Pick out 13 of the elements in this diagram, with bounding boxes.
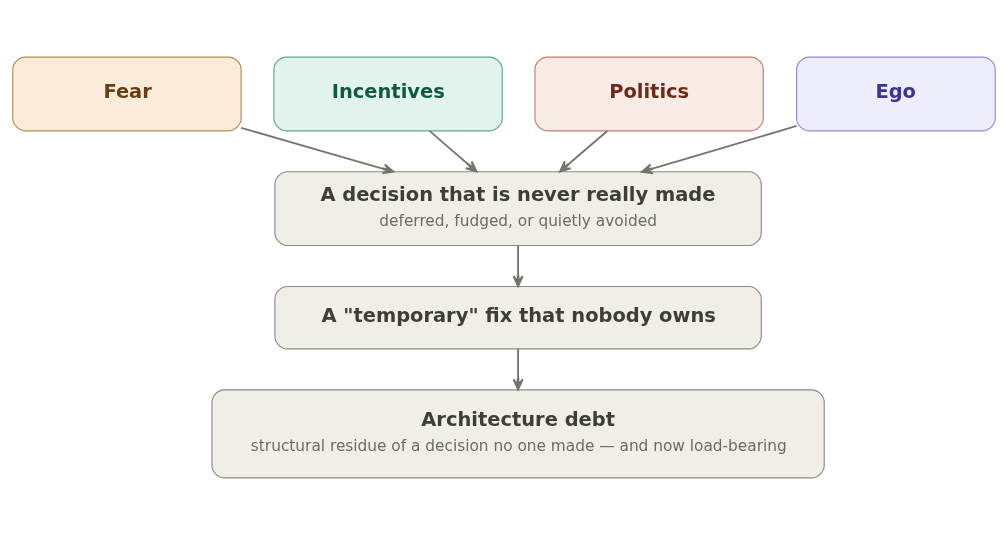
arrow xyxy=(559,129,609,173)
node-box: A decision that is never really made deferred, fudged, or quietly avoided xyxy=(274,170,762,246)
node-box: Politics xyxy=(534,56,764,131)
node-box: Architecture debt structural residue of a decision no one made — and now load-bearing xyxy=(211,388,825,478)
node-box: A "temporary" fix that nobody owns xyxy=(274,285,762,349)
node-box: Fear xyxy=(12,56,242,131)
arrow xyxy=(512,244,524,287)
arrow xyxy=(240,126,395,174)
arrow xyxy=(512,347,524,390)
node-box: Incentives xyxy=(273,56,503,131)
node-box: Ego xyxy=(796,56,996,131)
arrow xyxy=(640,124,798,174)
arrow xyxy=(428,129,478,173)
